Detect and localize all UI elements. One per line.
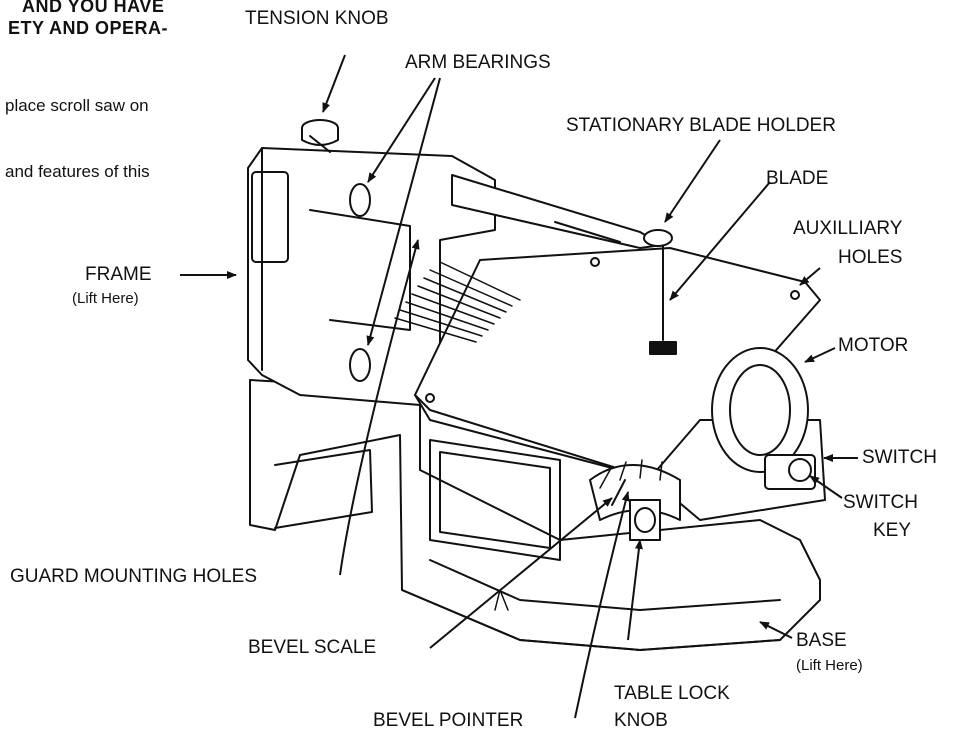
text-fragment-4: and features of this xyxy=(5,162,150,181)
guard-mounting-holes-label: GUARD MOUNTING HOLES xyxy=(10,566,258,587)
tension-knob-label: TENSION KNOB xyxy=(245,8,389,29)
switch-key-label-line2: KEY xyxy=(873,520,912,541)
arm-bearings-leader-2 xyxy=(366,77,441,346)
bevel-pointer-label: BEVEL POINTER xyxy=(373,710,524,731)
motor-shape xyxy=(711,347,809,473)
upper-arm xyxy=(451,174,663,249)
switch-key-label-line1: SWITCH xyxy=(843,492,918,513)
blade-holder-leader xyxy=(664,139,721,223)
auxiliary-holes-label-line1: AUXILLIARY xyxy=(793,218,903,239)
arm-bearings-label: ARM BEARINGS xyxy=(405,52,551,73)
text-fragment-2: ETY AND OPERA- xyxy=(8,18,169,38)
base-label: BASE xyxy=(796,630,847,651)
base-leader xyxy=(759,621,793,639)
blade-label: BLADE xyxy=(766,168,829,189)
table-lock-leader xyxy=(627,539,643,641)
arm-bearings-leader-1 xyxy=(367,77,436,183)
table-lock-knob-label-line1: TABLE LOCK xyxy=(614,683,730,704)
table-shape xyxy=(414,247,821,479)
switch-key-leader xyxy=(809,475,843,499)
motor-label: MOTOR xyxy=(838,335,909,356)
text-fragment-1: AND YOU HAVE xyxy=(22,0,165,16)
tension-knob-leader xyxy=(322,54,346,113)
table-lock-knob-label-line2: KNOB xyxy=(614,710,668,731)
auxiliary-holes-label-line2: HOLES xyxy=(838,247,903,268)
bevel-scale-leader xyxy=(429,497,613,649)
aux-holes-leader xyxy=(799,267,821,286)
blade-leader xyxy=(669,181,771,301)
motor-leader xyxy=(804,347,836,363)
frame-note: (Lift Here) xyxy=(72,290,139,307)
bevel-pointer-leader xyxy=(574,491,630,719)
text-fragment-3: place scroll saw on xyxy=(5,96,149,115)
switch-label: SWITCH xyxy=(862,447,937,468)
stationary-blade-holder-label: STATIONARY BLADE HOLDER xyxy=(566,115,836,136)
base-note: (Lift Here) xyxy=(796,657,863,674)
frame-label: FRAME xyxy=(85,264,152,285)
guard-holes-leader xyxy=(339,239,420,576)
bevel-scale-label: BEVEL SCALE xyxy=(248,637,377,658)
